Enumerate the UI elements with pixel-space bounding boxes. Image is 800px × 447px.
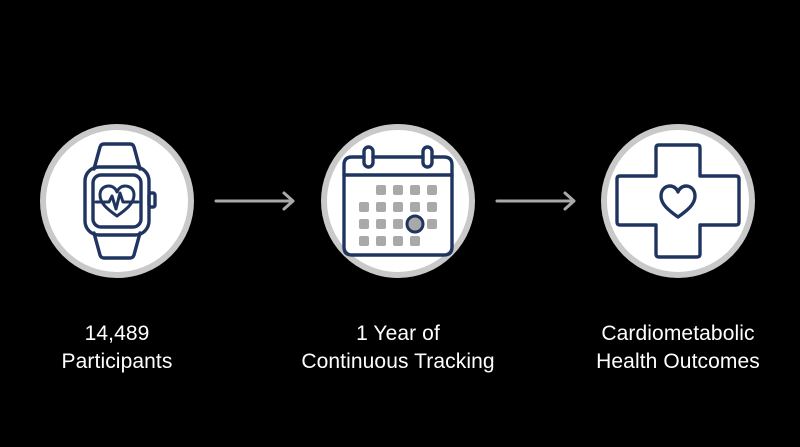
arrow-right-icon xyxy=(495,191,576,211)
medical-cross-heart-icon xyxy=(615,143,741,259)
smartwatch-heart-icon xyxy=(83,142,157,260)
participants-count: 14,489 xyxy=(84,322,150,345)
outcomes-title: Cardiometabolic xyxy=(601,322,755,345)
outcomes-text: Health Outcomes xyxy=(596,350,760,373)
participants-label: 14,489 Participants xyxy=(0,320,247,376)
arrow-right-icon xyxy=(214,191,295,211)
tracking-label: 1 Year of Continuous Tracking xyxy=(268,320,528,376)
participants-circle xyxy=(40,124,194,278)
tracking-duration: 1 Year of xyxy=(356,322,440,345)
calendar-icon xyxy=(342,145,454,257)
participants-text: Participants xyxy=(61,350,173,373)
tracking-circle xyxy=(321,124,475,278)
outcomes-circle xyxy=(601,124,755,278)
outcomes-label: Cardiometabolic Health Outcomes xyxy=(548,320,800,376)
tracking-text: Continuous Tracking xyxy=(301,350,495,373)
